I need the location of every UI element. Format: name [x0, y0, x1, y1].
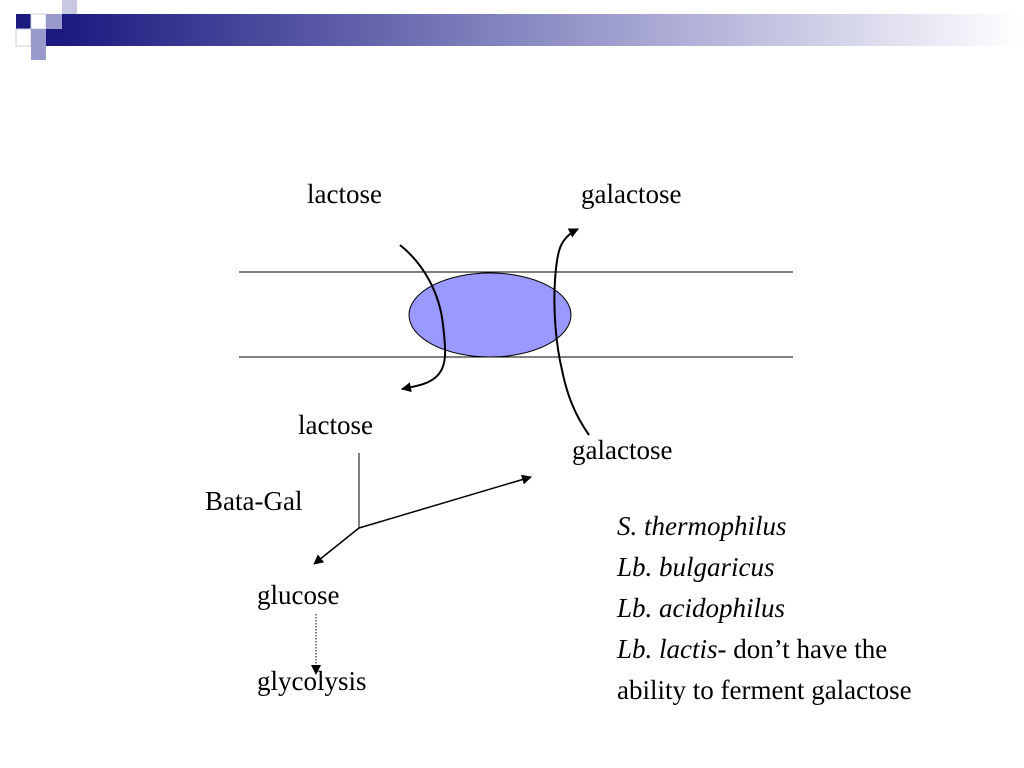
header-square [16, 14, 31, 29]
header-square [62, 0, 77, 14]
header-square [31, 46, 46, 60]
galactose-export-arrow [553, 228, 590, 436]
organism-notes: S. thermophilus Lb. bulgaricus Lb. acido… [617, 506, 912, 711]
lactose-import-arrow [399, 244, 447, 393]
lactose-inside-label: lactose [298, 410, 373, 440]
glycolysis-label: glycolysis [257, 666, 367, 696]
note-continuation: ability to ferment galactose [617, 675, 912, 705]
organism-name: Lb. lactis [617, 634, 718, 664]
header-gradient-bar [62, 14, 1024, 46]
header-square [46, 14, 62, 29]
galactose-product-arrow [358, 474, 532, 529]
note-suffix: - don’t have the [717, 634, 888, 664]
galactose-inside-label: galactose [572, 435, 673, 465]
organism-note-line: Lb. lactis- don’t have the [617, 629, 912, 670]
lactose-outside-label: lactose [307, 179, 382, 209]
header-square [46, 29, 62, 46]
glucose-label: glucose [257, 580, 340, 610]
organism-name: Lb. bulgaricus [617, 552, 775, 582]
organism-name: S. thermophilus [617, 511, 787, 541]
enzyme-label: Bata-Gal [205, 486, 303, 516]
header-square [31, 29, 46, 46]
glucose-product-arrow [313, 527, 360, 565]
organism-name: Lb. acidophilus [617, 593, 786, 623]
galactose-outside-label: galactose [581, 179, 682, 209]
transporter-ellipse [408, 272, 572, 358]
